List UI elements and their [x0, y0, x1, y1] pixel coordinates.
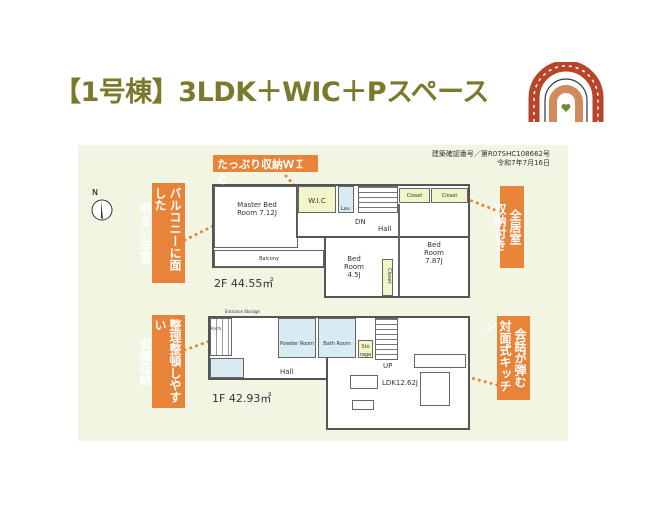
callout-line: 対面式キッチン [483, 320, 512, 392]
toilet [210, 358, 244, 378]
callout-line: 全居室 [508, 209, 522, 245]
kitchen-counter [414, 354, 466, 368]
permit-date: 令和7年7月16日 [497, 159, 550, 167]
floor2-lower [324, 236, 470, 298]
wic [298, 186, 336, 213]
stairs-up-label: UP [383, 362, 393, 370]
porch-label: Porch [210, 326, 222, 331]
closet [382, 259, 393, 296]
callout-wic: たっぷり収納ＷＩＣ [213, 155, 318, 187]
closet-label: Closet [406, 193, 423, 199]
wic-label: W.I.C [308, 197, 326, 205]
hall-label: Hall [280, 368, 294, 376]
coffee-table [352, 400, 374, 410]
callout-line: 会話が弾む [513, 328, 527, 388]
master-bedroom-label: Master Bed Room 7.12J [237, 201, 277, 217]
staircase [358, 186, 398, 213]
callout-entrance: 整理整頓しやすい 玄関収納 [138, 315, 185, 408]
callout-kitchen: 会話が弾む 対面式キッチン [483, 316, 530, 400]
bedroom-7-87-label: Bed Room 7.87J [424, 241, 444, 265]
balcony-label: Balcony [259, 256, 279, 262]
compass-label: N [92, 188, 98, 197]
callout-line: バルコニーに面した [153, 187, 182, 271]
closet [431, 188, 468, 203]
bedroom-4-5-label: Bed Room 4.5J [344, 255, 364, 279]
callout-storage: 全居室収納付き [493, 186, 524, 268]
floor1-area: 1F 42.93㎡ [212, 392, 272, 405]
ldk-label: LDK12.62J [382, 379, 418, 387]
permit-note: 建築確認番号／第R07SHC108662号 令和7年7月16日 [400, 150, 550, 168]
callout-line: 収納付き [493, 203, 507, 251]
balcony [214, 250, 324, 267]
lavatory-label: Lav. [340, 206, 351, 212]
bath-room [318, 318, 356, 358]
rainbow-heart-icon [528, 62, 604, 122]
page-title: 【1号棟】3LDK＋WIC＋Pスペース [54, 77, 489, 108]
closet-label: Closet [386, 268, 392, 284]
hall-label: Hall [378, 225, 392, 233]
stairs-down-label: DN [355, 218, 366, 226]
wall-divider [398, 204, 400, 296]
porch [210, 318, 232, 356]
callout-line: 整理整頓しやすい [153, 319, 182, 403]
callout-line: 玄関収納 [138, 337, 152, 386]
compass-icon [91, 199, 113, 221]
sofa [350, 375, 378, 389]
permit-number: 建築確認番号／第R07SHC108662号 [431, 150, 550, 158]
bath-room-label: Bath Room [323, 341, 351, 347]
storage [358, 340, 373, 358]
closet [399, 188, 430, 203]
callout-balcony: バルコニーに面した 明るい洋室 [138, 183, 185, 283]
powder-room-label: Powder Room [279, 341, 315, 347]
dining-table [420, 372, 450, 406]
entrance-storage-label: Entrance Storage [225, 309, 260, 314]
storage-label: Sto rage [359, 344, 372, 358]
closet-label: Closet [441, 193, 458, 199]
master-bedroom [214, 186, 298, 248]
staircase [375, 318, 398, 360]
floor2-area: 2F 44.55㎡ [214, 277, 274, 290]
powder-room [278, 318, 316, 358]
lavatory [338, 186, 354, 213]
callout-line: 明るい洋室 [138, 203, 152, 263]
